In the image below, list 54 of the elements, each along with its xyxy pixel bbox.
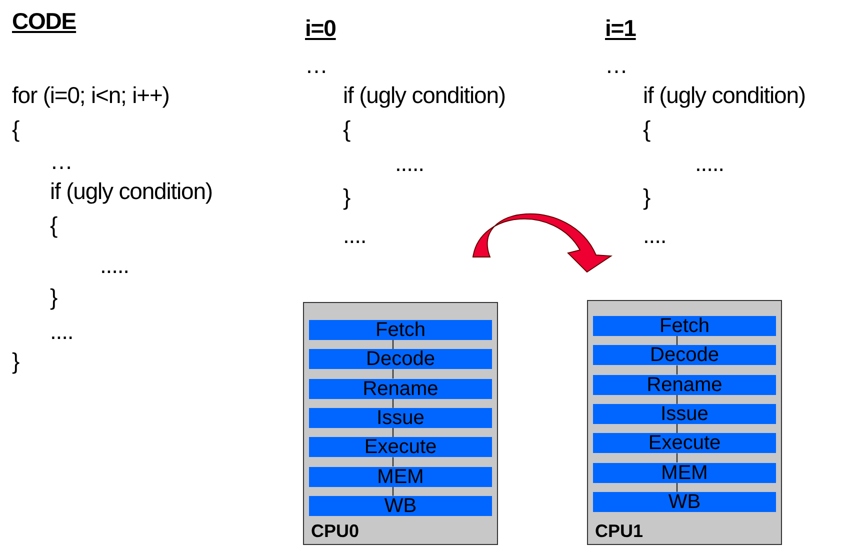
code-line: … (605, 52, 628, 78)
pipeline-stage: MEM (593, 462, 776, 482)
pipeline-stage: Decode (309, 349, 492, 370)
code-line: { (643, 116, 650, 142)
pipeline-stage: Fetch (309, 320, 492, 340)
pipeline-stage: WB (593, 492, 776, 512)
pipeline-stage: Issue (309, 408, 492, 428)
connector-line (392, 340, 394, 350)
cpu-box (303, 302, 498, 545)
code-line: if (ugly condition) (343, 82, 506, 108)
code-line: if (ugly condition) (643, 82, 806, 108)
connector-line (392, 486, 394, 496)
code-line: { (12, 116, 20, 142)
code-line: ..... (100, 252, 129, 278)
code-line: ..... (395, 150, 424, 176)
pipeline-stage: WB (309, 496, 492, 516)
connector-line (676, 336, 678, 346)
code-line: { (343, 116, 350, 142)
code-line: } (643, 184, 650, 210)
heading: i=0 (305, 15, 336, 41)
connector-line (676, 394, 678, 404)
pipeline-stage: Fetch (593, 316, 776, 336)
connector-line (676, 482, 678, 492)
code-line: .... (343, 222, 366, 248)
code-line: ..... (695, 150, 724, 176)
pipeline-stage: Rename (593, 374, 776, 395)
cpu-label: CPU0 (311, 521, 360, 542)
code-line: { (50, 212, 58, 238)
cpu-label: CPU1 (595, 521, 644, 542)
connector-line (392, 428, 394, 438)
code-line: } (343, 184, 350, 210)
pipeline-stage: Execute (309, 437, 492, 458)
heading: CODE (12, 8, 76, 34)
code-line: for (i=0; i<n; i++) (12, 82, 170, 108)
connector-line (392, 398, 394, 408)
cpu-box (587, 300, 782, 545)
code-line: } (50, 284, 58, 310)
pipeline-stage: Execute (593, 433, 776, 454)
pipeline-stage: MEM (309, 466, 492, 486)
connector-line (676, 453, 678, 462)
code-line: .... (50, 318, 74, 344)
pipeline-stage: Decode (593, 345, 776, 366)
code-line: if (ugly condition) (50, 178, 212, 204)
connector-line (676, 365, 678, 375)
code-line: … (305, 52, 328, 78)
heading: i=1 (605, 15, 636, 41)
connector-line (392, 457, 394, 466)
code-line: .... (643, 222, 666, 248)
pipeline-stage: Rename (309, 378, 492, 399)
connector-line (392, 369, 394, 379)
connector-line (676, 424, 678, 434)
code-line: } (12, 348, 20, 374)
code-line: … (50, 148, 72, 174)
pipeline-stage: Issue (593, 404, 776, 424)
